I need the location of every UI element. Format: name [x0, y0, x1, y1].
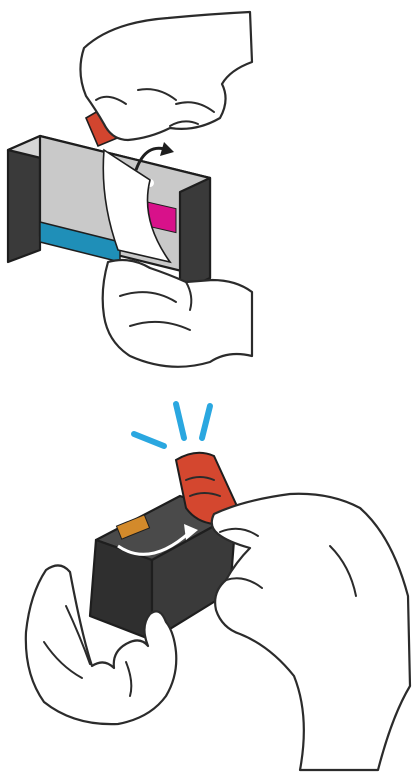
- upper-hand: [80, 12, 252, 140]
- illustration-remove-tape: [0, 0, 416, 380]
- illustration-twist-cap: [0, 396, 416, 778]
- right-hand: [212, 494, 410, 770]
- lower-hand: [103, 260, 252, 367]
- motion-mark-left: [134, 434, 164, 446]
- cap-removal-drawing: [0, 396, 416, 778]
- motion-mark-right: [202, 406, 210, 438]
- tape-removal-drawing: [0, 0, 416, 380]
- cartridge-end: [180, 178, 210, 292]
- curved-arrow-head: [160, 142, 174, 156]
- motion-mark-mid: [176, 404, 184, 438]
